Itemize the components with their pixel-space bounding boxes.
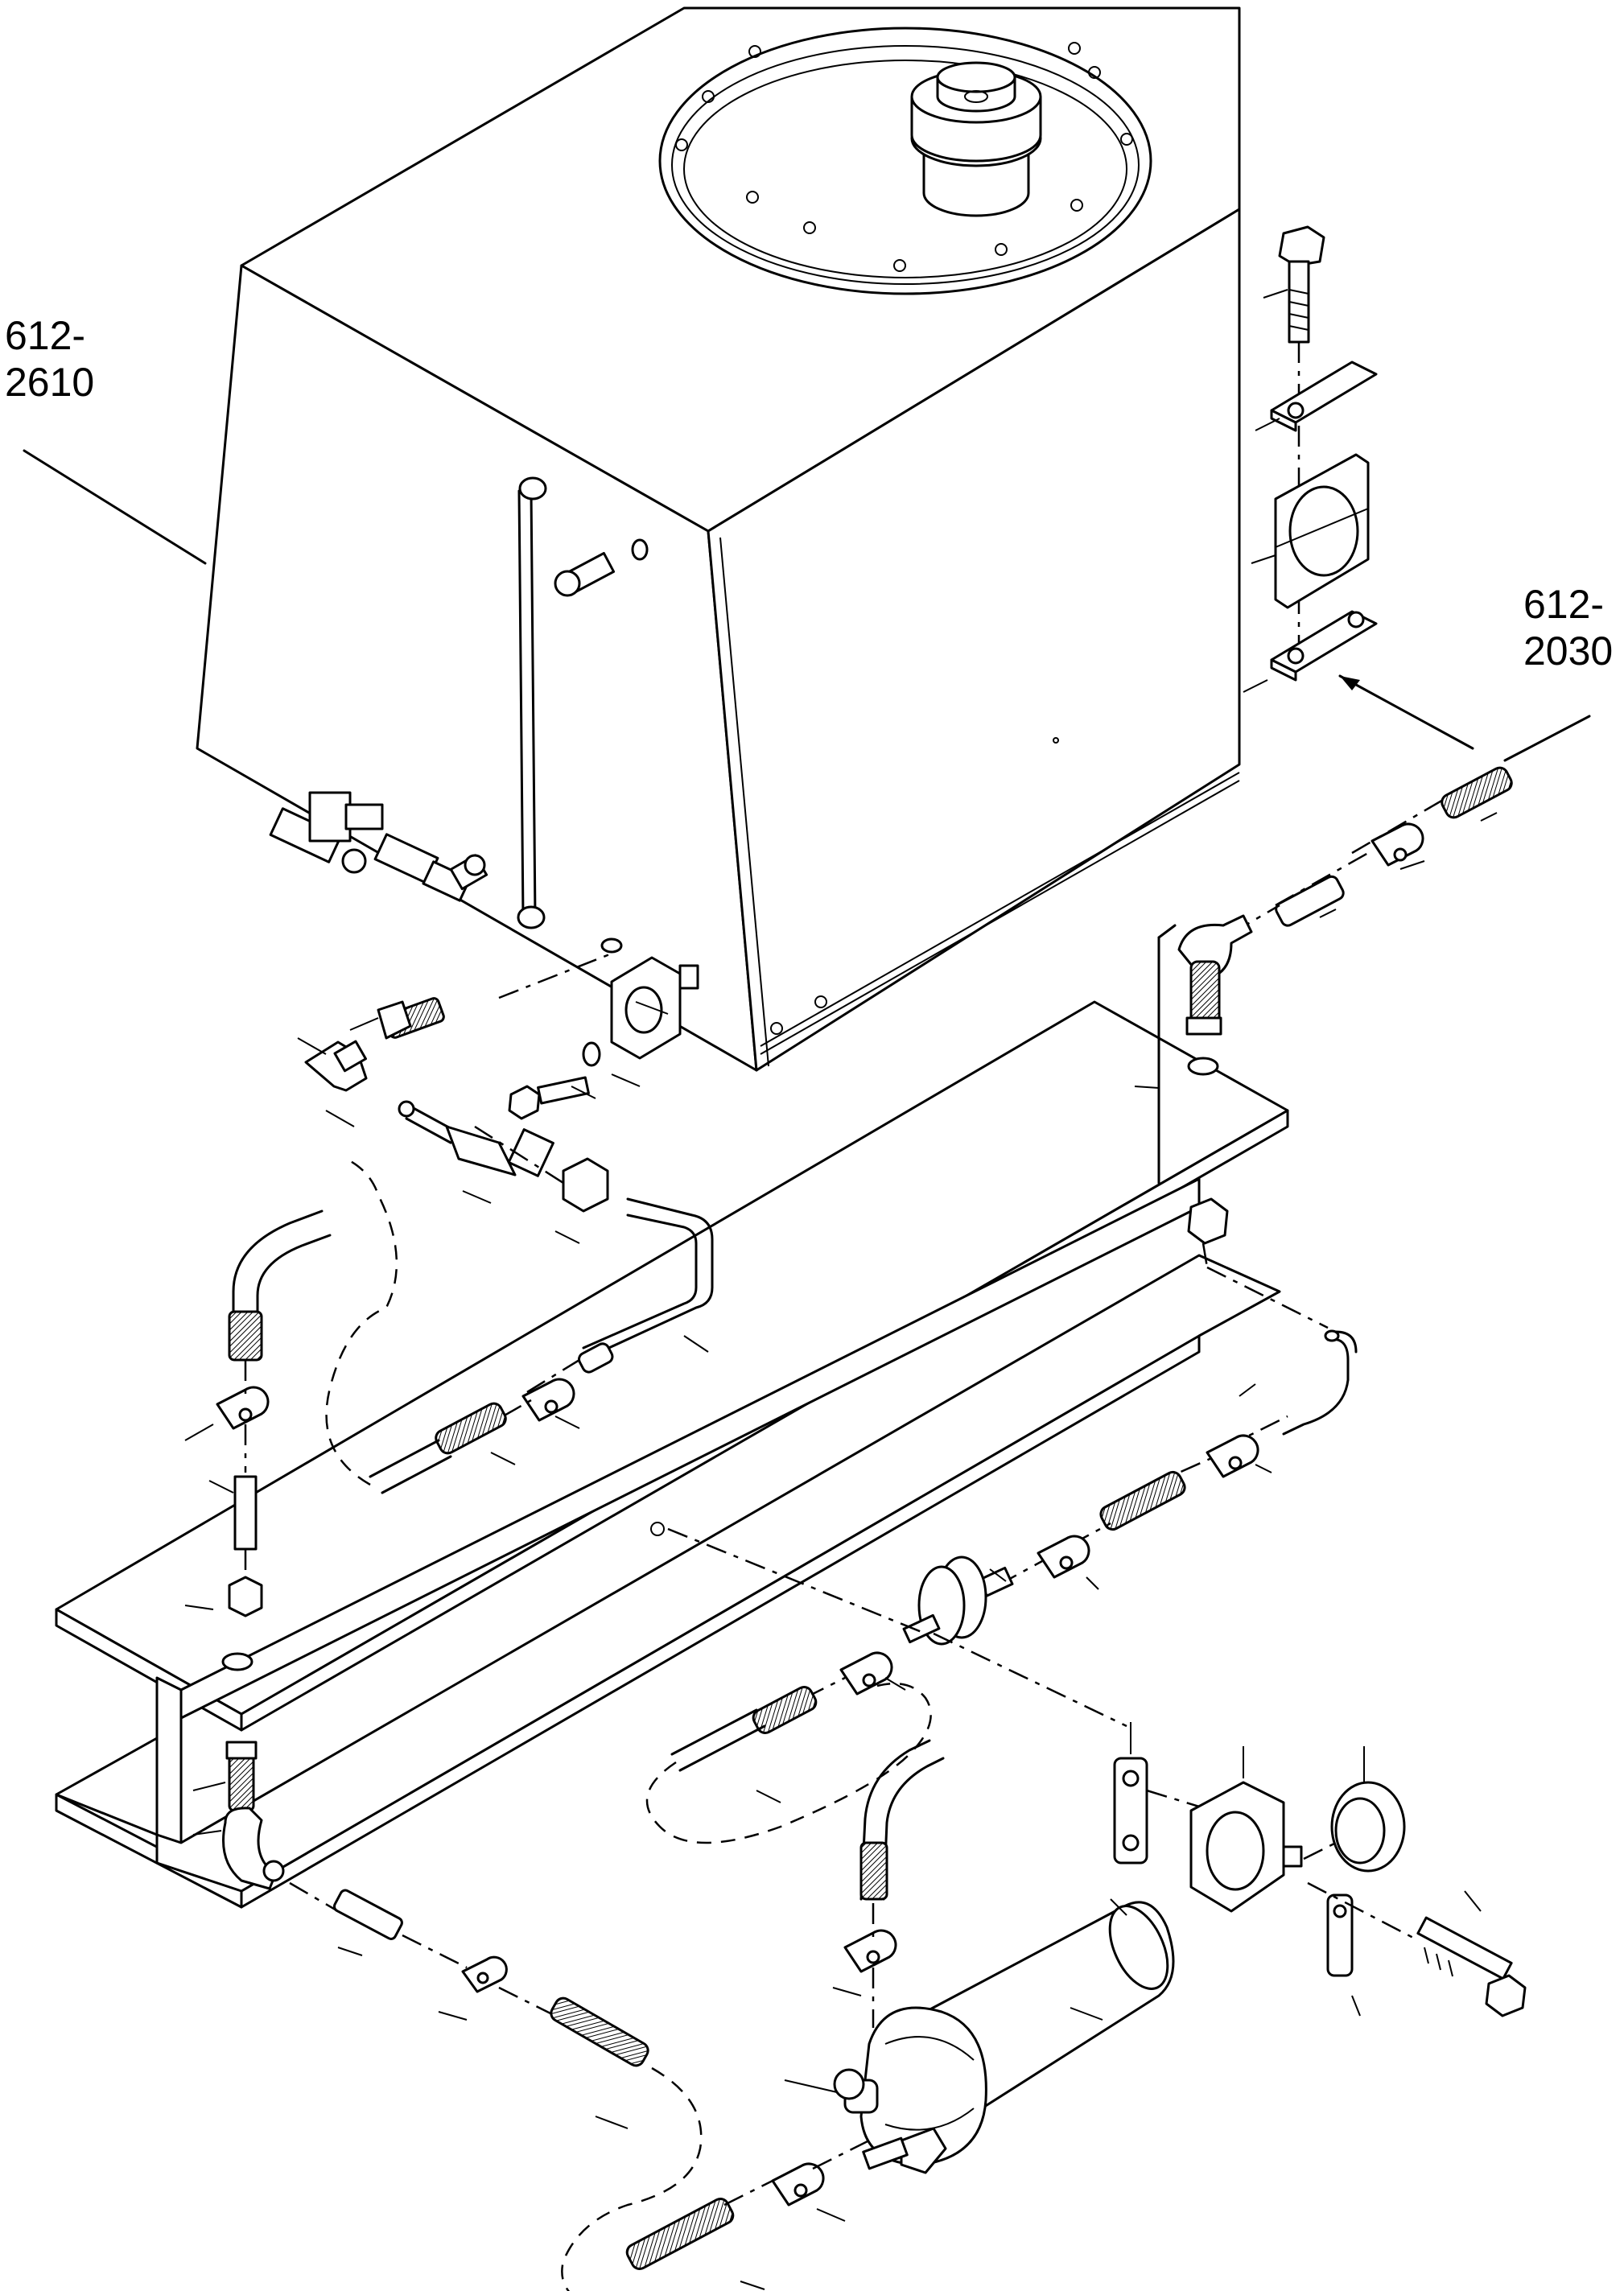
right-lower-hose-line — [667, 1266, 1358, 1646]
drain-valve-cluster — [269, 791, 488, 902]
tank-lid — [658, 27, 1152, 295]
upper-clamp-stack — [1243, 225, 1474, 750]
mounting-beam — [55, 1000, 1289, 1909]
callout-612-2030-line1: 612- — [1523, 582, 1605, 627]
right-upper-hose-line — [1134, 766, 1513, 1268]
breather-fitting — [554, 538, 649, 597]
hydraulic-tank — [196, 6, 1241, 1072]
callout-612-2610-line1: 612- — [5, 313, 86, 358]
bottom-left-hose-line — [192, 1741, 870, 2291]
filter-assembly — [784, 1739, 1175, 2174]
suction-strainer — [902, 1555, 1014, 1646]
callout-612-2610: 612- 2610 — [5, 312, 94, 406]
leader-line-612-2030 — [1503, 715, 1591, 762]
lower-clamp-stack — [933, 1632, 1527, 2017]
upper-left-fittings — [297, 937, 699, 1244]
leader-line-612-2610 — [23, 449, 207, 565]
filler-cap — [910, 61, 1042, 217]
return-hose-center — [645, 1651, 932, 1844]
sight-gauge — [517, 476, 547, 929]
callout-612-2030: 612- 2030 — [1523, 581, 1613, 674]
check-valve — [398, 1100, 554, 1177]
callout-612-2030-line2: 2030 — [1523, 628, 1614, 674]
callout-612-2610-line2: 2610 — [5, 360, 95, 405]
pressure-tube-line — [184, 1157, 714, 1617]
